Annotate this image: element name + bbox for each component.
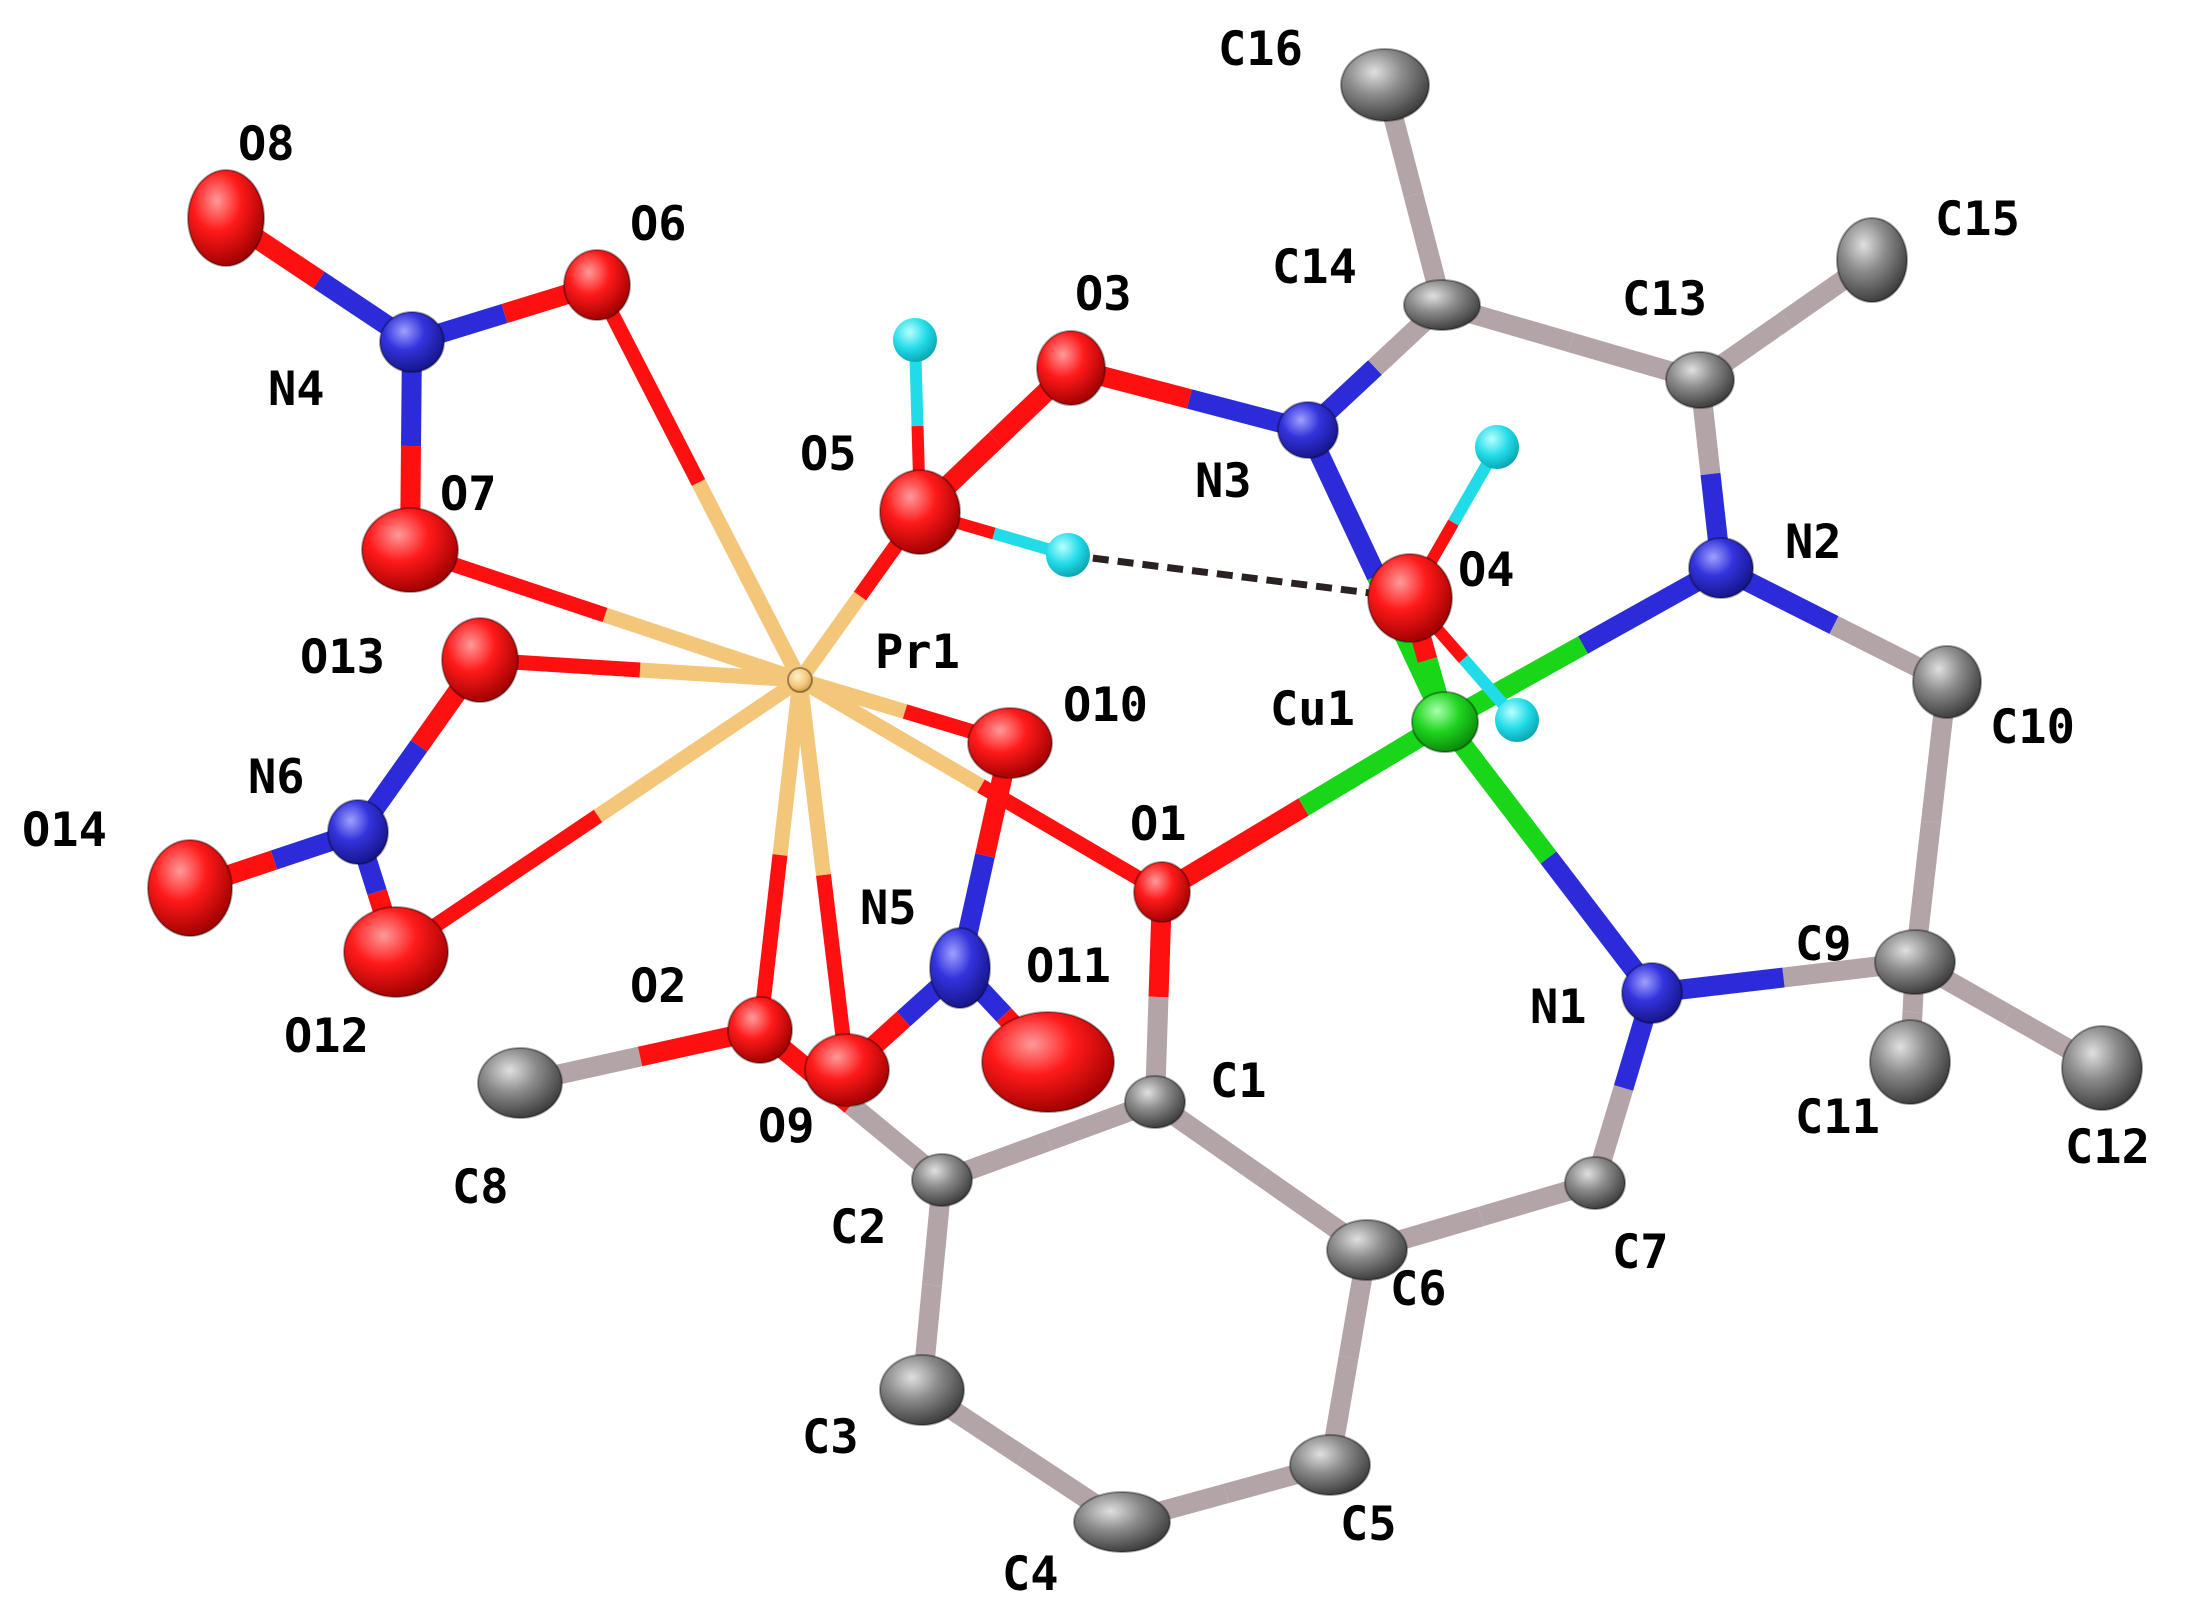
atom-label-o1: O1 xyxy=(1130,797,1187,852)
atom-h4b xyxy=(1495,698,1539,742)
atom-label-o13: O13 xyxy=(300,630,385,685)
atom-label-o9: O9 xyxy=(758,1099,815,1154)
atom-n5 xyxy=(929,927,991,1009)
atom-pr1 xyxy=(787,667,813,693)
bond-cu1-o1 xyxy=(1156,713,1451,901)
atom-label-n6: N6 xyxy=(248,750,305,805)
atom-n4 xyxy=(379,311,445,373)
label-layer: Pr1Cu1O1O2O3O4O5O6O7O8O9O10O11O12O13O14N… xyxy=(22,22,2150,1602)
atom-label-c11: C11 xyxy=(1795,1090,1880,1145)
atom-n6 xyxy=(327,799,389,865)
atom-label-c7: C7 xyxy=(1612,1225,1669,1280)
atom-label-n2: N2 xyxy=(1785,515,1842,570)
bond-pr1-o9 xyxy=(792,679,855,1071)
atom-label-o11: O11 xyxy=(1026,939,1111,994)
atom-c4 xyxy=(1073,1491,1171,1553)
atom-label-c14: C14 xyxy=(1272,240,1357,295)
atom-label-n4: N4 xyxy=(268,362,325,417)
atom-o4 xyxy=(1367,553,1453,643)
atom-o7 xyxy=(361,507,459,593)
atom-h4a xyxy=(1475,425,1519,469)
atom-label-c16: C16 xyxy=(1218,22,1303,77)
atom-label-c5: C5 xyxy=(1340,1497,1397,1552)
bond-c1-c2 xyxy=(938,1092,1159,1190)
atom-label-o8: O8 xyxy=(238,117,295,172)
atom-label-o12: O12 xyxy=(284,1009,369,1064)
atom-c9 xyxy=(1874,929,1956,995)
atom-h5b xyxy=(1046,533,1090,577)
bond-c1-c6 xyxy=(1149,1093,1373,1259)
atom-o12 xyxy=(343,906,449,998)
bond-pr1-o6 xyxy=(590,281,807,684)
bond-n1-cu1 xyxy=(1437,715,1660,1000)
atom-n3 xyxy=(1277,401,1339,459)
atom-label-o10: O10 xyxy=(1063,678,1148,733)
atom-label-c4: C4 xyxy=(1002,1547,1059,1602)
atom-c5 xyxy=(1289,1434,1371,1496)
atom-label-c3: C3 xyxy=(802,1410,859,1465)
atom-c15 xyxy=(1836,217,1908,303)
atom-label-c12: C12 xyxy=(2065,1120,2150,1175)
atom-o11 xyxy=(981,1011,1115,1113)
atom-o2 xyxy=(727,996,793,1064)
atom-label-c2: C2 xyxy=(830,1200,887,1255)
bond-pr1-o12 xyxy=(391,673,805,959)
atom-label-c10: C10 xyxy=(1990,700,2075,755)
atom-label-c13: C13 xyxy=(1622,272,1707,327)
bond-c5-c6 xyxy=(1320,1248,1377,1467)
atom-label-c8: C8 xyxy=(452,1160,509,1215)
atom-label-pr1: Pr1 xyxy=(875,625,960,680)
atom-label-o6: O6 xyxy=(630,197,687,252)
atom-o1 xyxy=(1133,861,1191,923)
atom-label-n1: N1 xyxy=(1530,980,1587,1035)
atom-label-c15: C15 xyxy=(1935,192,2020,247)
bond-o1-c1 xyxy=(1145,891,1172,1103)
atom-label-o2: O2 xyxy=(630,959,687,1014)
atom-c13 xyxy=(1665,351,1735,409)
atom-o14 xyxy=(147,839,233,937)
atom-o9 xyxy=(804,1033,890,1107)
atom-c10 xyxy=(1912,645,1982,719)
hydrogen-bond-h5b-o4 xyxy=(1067,551,1411,602)
atom-h5 xyxy=(893,318,937,362)
bond-o3-n3 xyxy=(1068,358,1311,440)
bond-n2-c10 xyxy=(1716,559,1952,691)
atom-c7 xyxy=(1564,1156,1626,1210)
atom-label-o14: O14 xyxy=(22,803,107,858)
atom-label-c6: C6 xyxy=(1390,1262,1447,1317)
atom-c14 xyxy=(1403,279,1481,331)
atom-label-o4: O4 xyxy=(1458,543,1515,598)
atom-label-c9: C9 xyxy=(1795,917,1852,972)
atom-label-n5: N5 xyxy=(860,881,917,936)
atom-cu1 xyxy=(1411,691,1479,753)
bond-pr1-o1 xyxy=(796,673,1166,899)
atom-c11 xyxy=(1869,1019,1951,1105)
atom-n1 xyxy=(1621,962,1683,1024)
atom-c1 xyxy=(1124,1075,1186,1129)
atom-c3 xyxy=(879,1354,965,1426)
atom-o5 xyxy=(879,469,961,555)
atom-c2 xyxy=(911,1153,973,1207)
atom-label-o3: O3 xyxy=(1075,267,1132,322)
atom-n2 xyxy=(1688,537,1754,599)
atom-c12 xyxy=(2061,1025,2143,1111)
atom-label-n3: N3 xyxy=(1195,454,1252,509)
atom-o13 xyxy=(441,617,519,703)
atom-label-o7: O7 xyxy=(440,467,497,522)
atom-c6 xyxy=(1326,1219,1408,1281)
bond-pr1-o2 xyxy=(752,679,808,1031)
atom-c8 xyxy=(477,1047,563,1119)
atom-o3 xyxy=(1036,330,1106,406)
atom-o10 xyxy=(967,707,1053,779)
atom-label-o5: O5 xyxy=(800,427,857,482)
atom-layer xyxy=(147,48,2143,1553)
atom-c16 xyxy=(1340,48,1430,122)
bond-c10-c9 xyxy=(1905,680,1957,964)
atom-label-c1: C1 xyxy=(1210,1054,1267,1109)
atom-o6 xyxy=(563,249,631,321)
atom-label-cu1: Cu1 xyxy=(1270,682,1355,737)
atom-o8 xyxy=(187,169,265,267)
